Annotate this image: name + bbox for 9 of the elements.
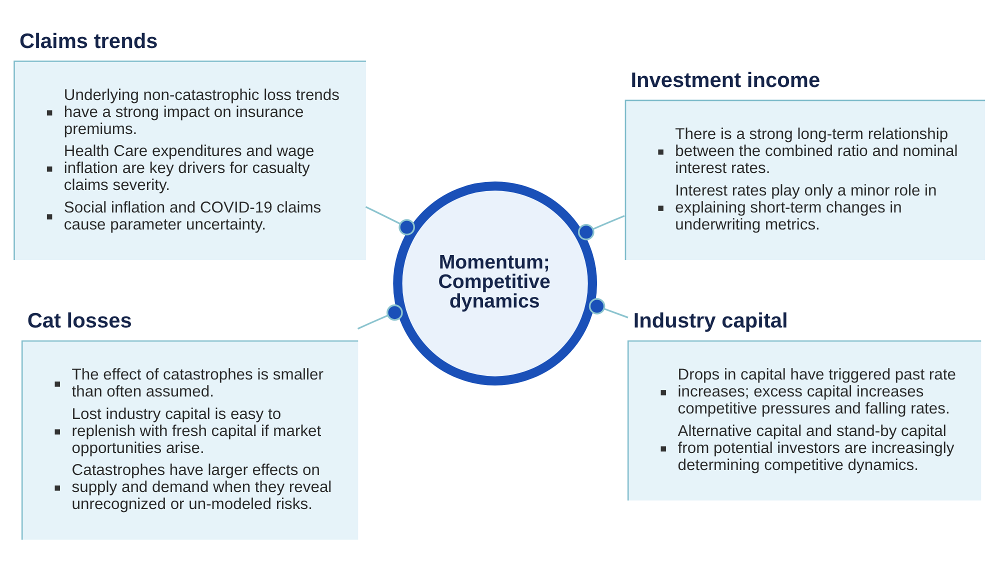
connector xyxy=(365,206,415,235)
connector xyxy=(588,298,628,318)
node-label: Investment income xyxy=(630,68,820,92)
connector xyxy=(578,214,625,240)
node-circle: Momentum; Competitive dynamics xyxy=(393,181,598,385)
node-label: Claims trends xyxy=(19,29,158,52)
node-label: Cat losses xyxy=(27,309,132,332)
node-label: Industry capital xyxy=(633,309,788,332)
connector xyxy=(357,304,403,329)
